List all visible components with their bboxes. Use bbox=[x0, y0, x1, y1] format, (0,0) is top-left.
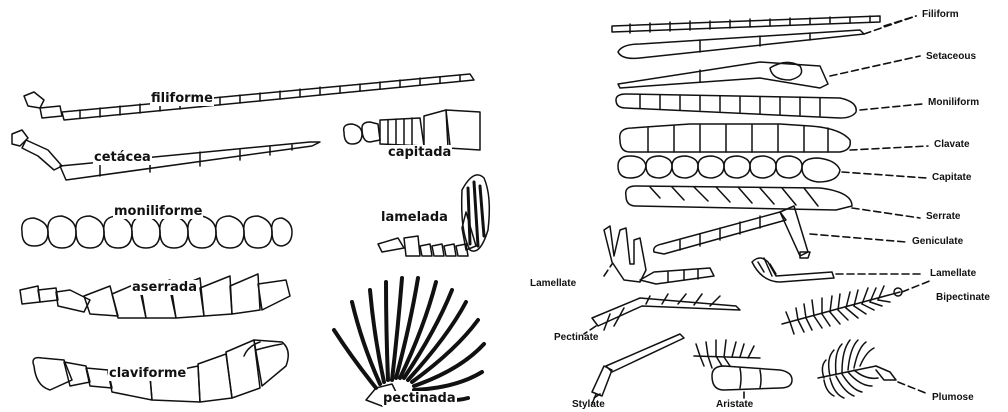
label-aserrada: aserrada bbox=[131, 280, 198, 295]
bipectinate-antenna-drawing bbox=[782, 286, 902, 334]
label-aristate: Aristate bbox=[716, 399, 753, 410]
label-filiform: Filiform bbox=[922, 9, 959, 20]
clavate-antenna-drawing bbox=[620, 124, 851, 152]
aristate-antenna-drawing bbox=[694, 340, 792, 390]
moniliforme-antenna-drawing bbox=[22, 216, 292, 248]
serrate-antenna-drawing bbox=[626, 186, 852, 210]
capitada-antenna-drawing bbox=[344, 110, 480, 150]
label-bipectinate: Bipectinate bbox=[936, 292, 990, 303]
label-stylate: Stylate bbox=[572, 399, 605, 410]
leader-lines bbox=[584, 16, 932, 398]
filiform-antenna-drawing bbox=[612, 16, 880, 33]
label-filiforme: filiforme bbox=[150, 91, 214, 106]
stylate-antenna-drawing bbox=[592, 334, 684, 404]
label-moniliforme: moniliforme bbox=[113, 204, 203, 219]
capitate-antenna-drawing bbox=[618, 156, 840, 182]
filiforme-antenna-drawing bbox=[24, 74, 474, 120]
label-moniliform: Moniliform bbox=[928, 97, 979, 108]
label-pectinate: Pectinate bbox=[554, 332, 598, 343]
pectinada-branches bbox=[334, 278, 484, 400]
label-plumose: Plumose bbox=[932, 392, 974, 403]
cetacea-antenna-drawing bbox=[12, 130, 320, 180]
plumose-antenna-drawing bbox=[818, 340, 896, 398]
setaceous-antenna-drawing bbox=[618, 30, 864, 58]
pectinate-antenna-drawing bbox=[592, 294, 740, 330]
label-geniculate: Geniculate bbox=[912, 236, 963, 247]
label-pectinada: pectinada bbox=[382, 391, 457, 406]
geniculate-antenna-drawing bbox=[654, 206, 810, 258]
label-lamelada: lamelada bbox=[380, 210, 449, 225]
label-setaceous: Setaceous bbox=[926, 51, 976, 62]
label-capitate: Capitate bbox=[932, 172, 971, 183]
label-clavate: Clavate bbox=[934, 139, 970, 150]
label-claviforme: claviforme bbox=[108, 366, 187, 381]
label-cetacea: cetácea bbox=[93, 150, 152, 165]
label-lamellate-right: Lamellate bbox=[930, 268, 976, 279]
label-serrate: Serrate bbox=[926, 211, 960, 222]
label-capitada: capitada bbox=[387, 145, 452, 160]
setaceous-flagellum-drawing bbox=[618, 62, 828, 88]
lamellate-right-antenna-drawing bbox=[752, 258, 834, 282]
moniliform-antenna-drawing bbox=[616, 94, 856, 118]
lamelada-lamellae bbox=[468, 182, 484, 246]
label-lamellate-left: Lamellate bbox=[530, 278, 576, 289]
